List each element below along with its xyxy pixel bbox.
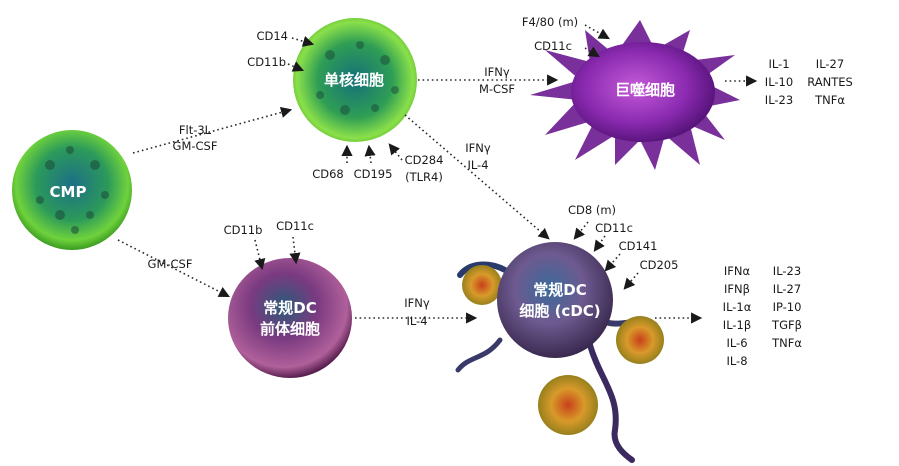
marker-cd284: CD284 bbox=[405, 153, 444, 167]
edge-label-il4-pre: IL-4 bbox=[406, 314, 427, 328]
cytokine: RANTES bbox=[807, 75, 853, 89]
marker-cd11b-pre: CD11b bbox=[224, 223, 263, 237]
arrow-marker-cd205 bbox=[623, 272, 639, 290]
arrow-marker-cd284 bbox=[388, 143, 403, 161]
edge-label-mcsf: M-CSF bbox=[479, 82, 515, 96]
macrophage-label: 巨噬细胞 bbox=[615, 81, 675, 99]
monocyte-cell: 单核细胞 bbox=[293, 18, 417, 142]
cytokine: TGFβ bbox=[771, 318, 802, 332]
arrow-marker-cd8 bbox=[573, 221, 589, 240]
cytokine: IFNα bbox=[724, 264, 751, 278]
arrow-marker-cd14 bbox=[291, 36, 315, 47]
marker-cd8: CD8 (m) bbox=[568, 203, 616, 217]
cmp-label: CMP bbox=[50, 183, 87, 201]
cytokine: IFNβ bbox=[724, 282, 750, 296]
cytokine: IL-10 bbox=[765, 75, 793, 89]
pre-cdc-label-line2: 前体细胞 bbox=[260, 320, 320, 338]
monocyte-label: 单核细胞 bbox=[324, 71, 384, 89]
yellow-cell bbox=[462, 265, 502, 305]
edge-label-il4-cdc: IL-4 bbox=[467, 158, 488, 172]
cdc-cytokines: IFNα IFNβ IL-1α IL-1β IL-6 IL-8 IL-23 IL… bbox=[723, 264, 803, 368]
pre-cdc-cell: 常规DC 前体细胞 bbox=[228, 258, 352, 378]
marker-cd11c-cdc: CD11c bbox=[595, 221, 633, 235]
cdc-label-line2: 细胞 (cDC) bbox=[519, 302, 600, 320]
marker-tlr4: (TLR4) bbox=[405, 170, 443, 184]
arrow-marker-cd195 bbox=[364, 144, 376, 164]
yellow-cell bbox=[538, 375, 598, 435]
pre-cdc-label-line1: 常规DC bbox=[263, 299, 316, 317]
marker-cd195: CD195 bbox=[354, 167, 393, 181]
cytokine: IP-10 bbox=[773, 300, 802, 314]
cytokine: IL-23 bbox=[773, 264, 801, 278]
marker-cd11c-macrophage: CD11c bbox=[534, 39, 572, 53]
edge-label-gmcsf-monocyte: GM-CSF bbox=[173, 139, 218, 153]
cytokine: IL-27 bbox=[773, 282, 801, 296]
cytokine: IL-6 bbox=[726, 336, 747, 350]
cytokine: IL-1β bbox=[723, 318, 751, 332]
edge-label-ifng-macrophage: IFNγ bbox=[484, 65, 510, 79]
marker-cd14: CD14 bbox=[256, 29, 288, 43]
marker-cd68: CD68 bbox=[312, 167, 344, 181]
edge-label-flt3l: Flt-3L bbox=[179, 123, 212, 137]
cdc-label-line1: 常规DC bbox=[533, 281, 586, 299]
cytokine: IL-27 bbox=[816, 57, 844, 71]
cytokine: TNFα bbox=[814, 93, 845, 107]
edge-label-gmcsf-pre: GM-CSF bbox=[148, 257, 193, 271]
yellow-cell bbox=[616, 316, 664, 364]
arrow-marker-cd11b-pre bbox=[254, 239, 266, 271]
marker-cd205: CD205 bbox=[640, 258, 679, 272]
macrophage-cell: 巨噬细胞 bbox=[530, 20, 740, 170]
cdc-cell: 常规DC 细胞 (cDC) bbox=[455, 242, 664, 463]
marker-cd141: CD141 bbox=[619, 239, 658, 253]
cytokine: IL-23 bbox=[765, 93, 793, 107]
cytokine: IL-8 bbox=[726, 354, 747, 368]
cytokine: TNFα bbox=[771, 336, 802, 350]
arrow-marker-cd141 bbox=[604, 253, 621, 272]
macrophage-cytokines: IL-1 IL-10 IL-23 IL-27 RANTES TNFα bbox=[765, 57, 853, 107]
cytokine: IL-1α bbox=[723, 300, 752, 314]
marker-cd11b-monocyte: CD11b bbox=[247, 55, 286, 69]
marker-f480: F4/80 (m) bbox=[522, 15, 578, 29]
edge-label-ifng-cdc: IFNγ bbox=[465, 141, 491, 155]
marker-cd11c-pre: CD11c bbox=[276, 219, 314, 233]
cmp-cell: CMP bbox=[12, 130, 132, 250]
arrow-marker-cd11c-cdc bbox=[593, 235, 606, 252]
edge-label-ifng-pre: IFNγ bbox=[404, 296, 430, 310]
arrow-monocyte-to-cdc bbox=[404, 114, 550, 240]
cytokine: IL-1 bbox=[768, 57, 789, 71]
